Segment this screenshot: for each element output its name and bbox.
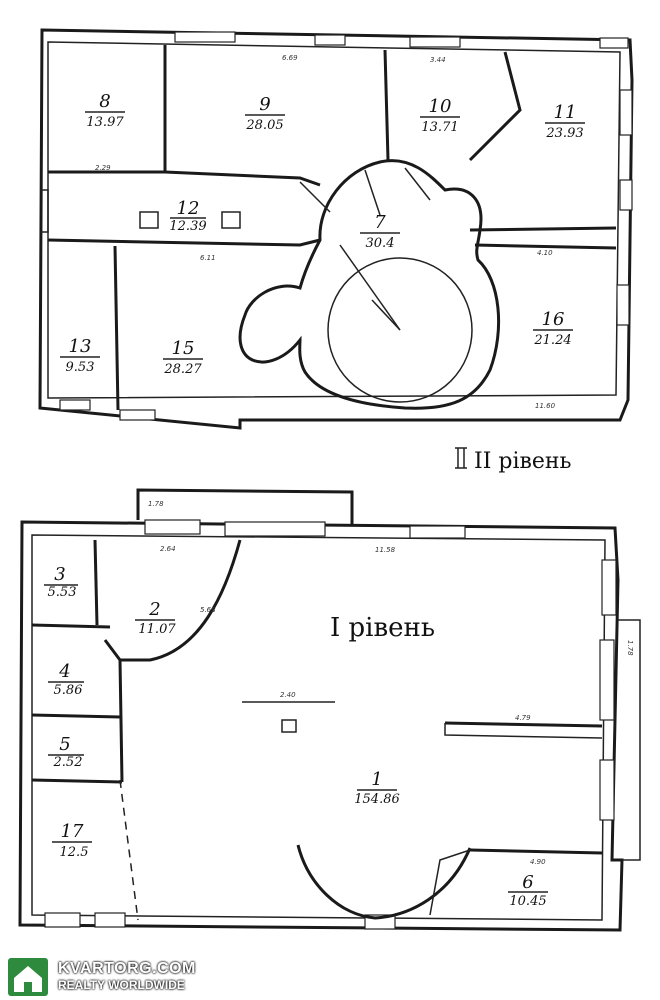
dimension-label: 5.68 [200,606,216,614]
upper-dimensions: 6.69 3.44 2.29 6.11 4.10 11.60 [95,54,556,410]
upper-room-labels: 8 13.97 9 28.05 10 13.71 11 23.93 12 12.… [60,91,585,377]
level-title: І рівень [330,613,435,643]
dimension-label: 6.69 [282,54,298,62]
room-number: 6 [522,872,533,893]
upper-outer-wall [38,28,634,430]
room-number: 13 [69,336,92,357]
dimension-label: 2.40 [280,691,296,699]
logo-house-icon [8,958,48,996]
room-area: 5.53 [48,585,77,600]
room-number: 8 [99,91,110,112]
room-number: 9 [259,94,270,115]
room-number: 15 [172,338,195,359]
dimension-label: 6.11 [200,254,216,262]
room-area: 13.97 [86,115,124,130]
room-area: 30.4 [366,236,395,251]
room-number: 10 [429,96,452,117]
dimension-label: 1.78 [626,640,634,656]
room-number: 1 [371,769,382,790]
dimension-label: 4.10 [537,249,553,257]
upper-level-plan [38,28,634,430]
lower-dimensions: 1.78 1.78 11.58 2.40 4.79 4.90 2.64 5.68 [148,500,634,866]
dimension-label: 3.44 [430,56,446,64]
dimension-label: 2.64 [160,545,176,553]
room-number: 2 [148,599,160,620]
room-area: 13.71 [421,120,458,135]
room-number: 16 [542,309,565,330]
dimension-label: 11.60 [535,402,556,410]
room-number: 12 [177,198,200,219]
room-area: 12.39 [169,219,206,234]
room-area: 28.05 [245,118,283,133]
lower-level-plan [18,488,641,932]
dimension-label: 4.90 [530,858,546,866]
lower-room-labels: 3 5.53 2 11.07 4 5.86 5 2.52 1 154.86 17… [44,564,548,909]
room-area: 2.52 [53,755,83,770]
room-area: 28.27 [163,362,202,377]
level-title: ІІ рівень [474,449,572,474]
room-number: 4 [58,661,70,682]
hall-7-outline [238,159,501,410]
room-area: 23.93 [545,126,583,141]
room-area: 21.24 [533,333,571,348]
room-area: 5.86 [54,683,83,698]
room-number: 17 [61,821,84,842]
upper-level-title: ІІ рівень [455,447,572,474]
logo-tagline: REALTY WORLDWIDE [58,978,185,992]
room-area: 11.07 [138,622,176,637]
dimension-label: 4.79 [515,714,531,722]
room-area: 9.53 [66,360,95,375]
room-area: 12.5 [60,845,89,860]
room-number: 11 [554,102,577,123]
dimension-label: 11.58 [375,546,396,554]
room-number: 3 [54,564,65,585]
logo-name: KVARTORG.COM [58,960,196,977]
dimension-label: 2.29 [95,164,111,172]
room-area: 10.45 [509,894,546,909]
dimension-label: 1.78 [148,500,164,508]
room-area: 154.86 [354,792,400,807]
room-number: 5 [59,734,70,755]
lower-level-title: І рівень [330,613,435,643]
room-number: 7 [374,212,386,233]
